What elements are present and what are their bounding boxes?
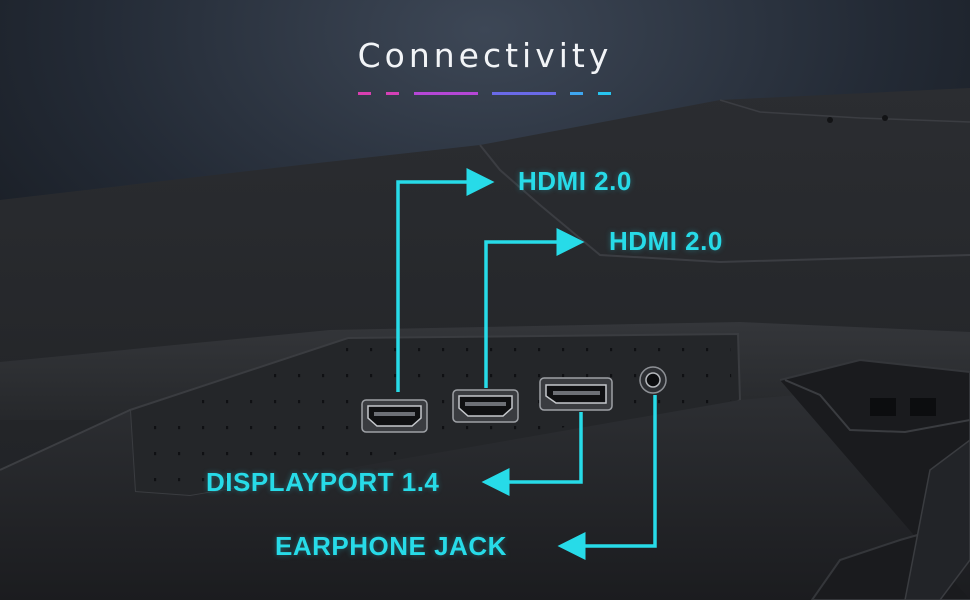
callout-line-displayport — [481, 412, 583, 496]
callout-line-hdmi-1 — [396, 168, 495, 392]
callout-line-hdmi-2 — [484, 228, 585, 388]
callout-hdmi-1: HDMI 2.0 — [518, 166, 632, 196]
callout-earphone-jack: EARPHONE JACK — [275, 531, 507, 561]
title-divider — [358, 92, 611, 95]
displayport-port — [539, 377, 613, 411]
callout-displayport: DISPLAYPORT 1.4 — [206, 467, 440, 497]
callout-line-earphone-jack — [557, 395, 657, 560]
callout-hdmi-2: HDMI 2.0 — [609, 226, 723, 256]
hdmi-port-2 — [452, 389, 519, 423]
hdmi-port-1 — [361, 399, 428, 433]
page-title: Connectivity — [357, 36, 613, 75]
earphone-jack-port — [639, 366, 667, 394]
